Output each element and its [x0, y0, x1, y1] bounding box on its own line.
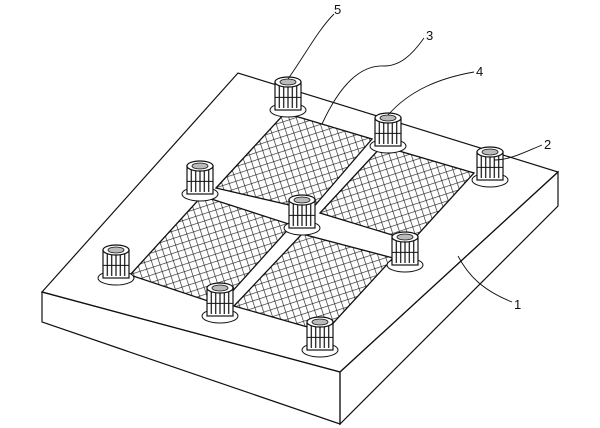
label-2: 2 [544, 137, 551, 152]
post-1 [269, 76, 307, 118]
mesh-panel-top-right [318, 145, 476, 242]
leader-line-4 [387, 71, 475, 116]
post-2 [369, 112, 407, 154]
base-plate [40, 72, 560, 426]
posts [97, 76, 509, 358]
post-9 [301, 316, 339, 358]
part-labels: 5 3 4 2 1 [334, 2, 551, 312]
post-6 [386, 231, 424, 273]
mesh-panel-top-left [214, 112, 374, 211]
leader-line-5 [287, 13, 335, 80]
label-1: 1 [514, 297, 521, 312]
post-5 [283, 194, 321, 236]
post-7 [97, 244, 135, 286]
label-3: 3 [426, 28, 433, 43]
post-8 [201, 282, 239, 324]
post-3 [471, 146, 509, 188]
post-4 [181, 160, 219, 202]
label-5: 5 [334, 2, 341, 17]
leader-lines [287, 13, 543, 303]
leader-line-2 [493, 144, 543, 161]
label-4: 4 [476, 64, 483, 79]
leader-line-3 [321, 37, 425, 125]
mesh-grids [128, 112, 476, 333]
leader-line-1 [457, 255, 513, 303]
